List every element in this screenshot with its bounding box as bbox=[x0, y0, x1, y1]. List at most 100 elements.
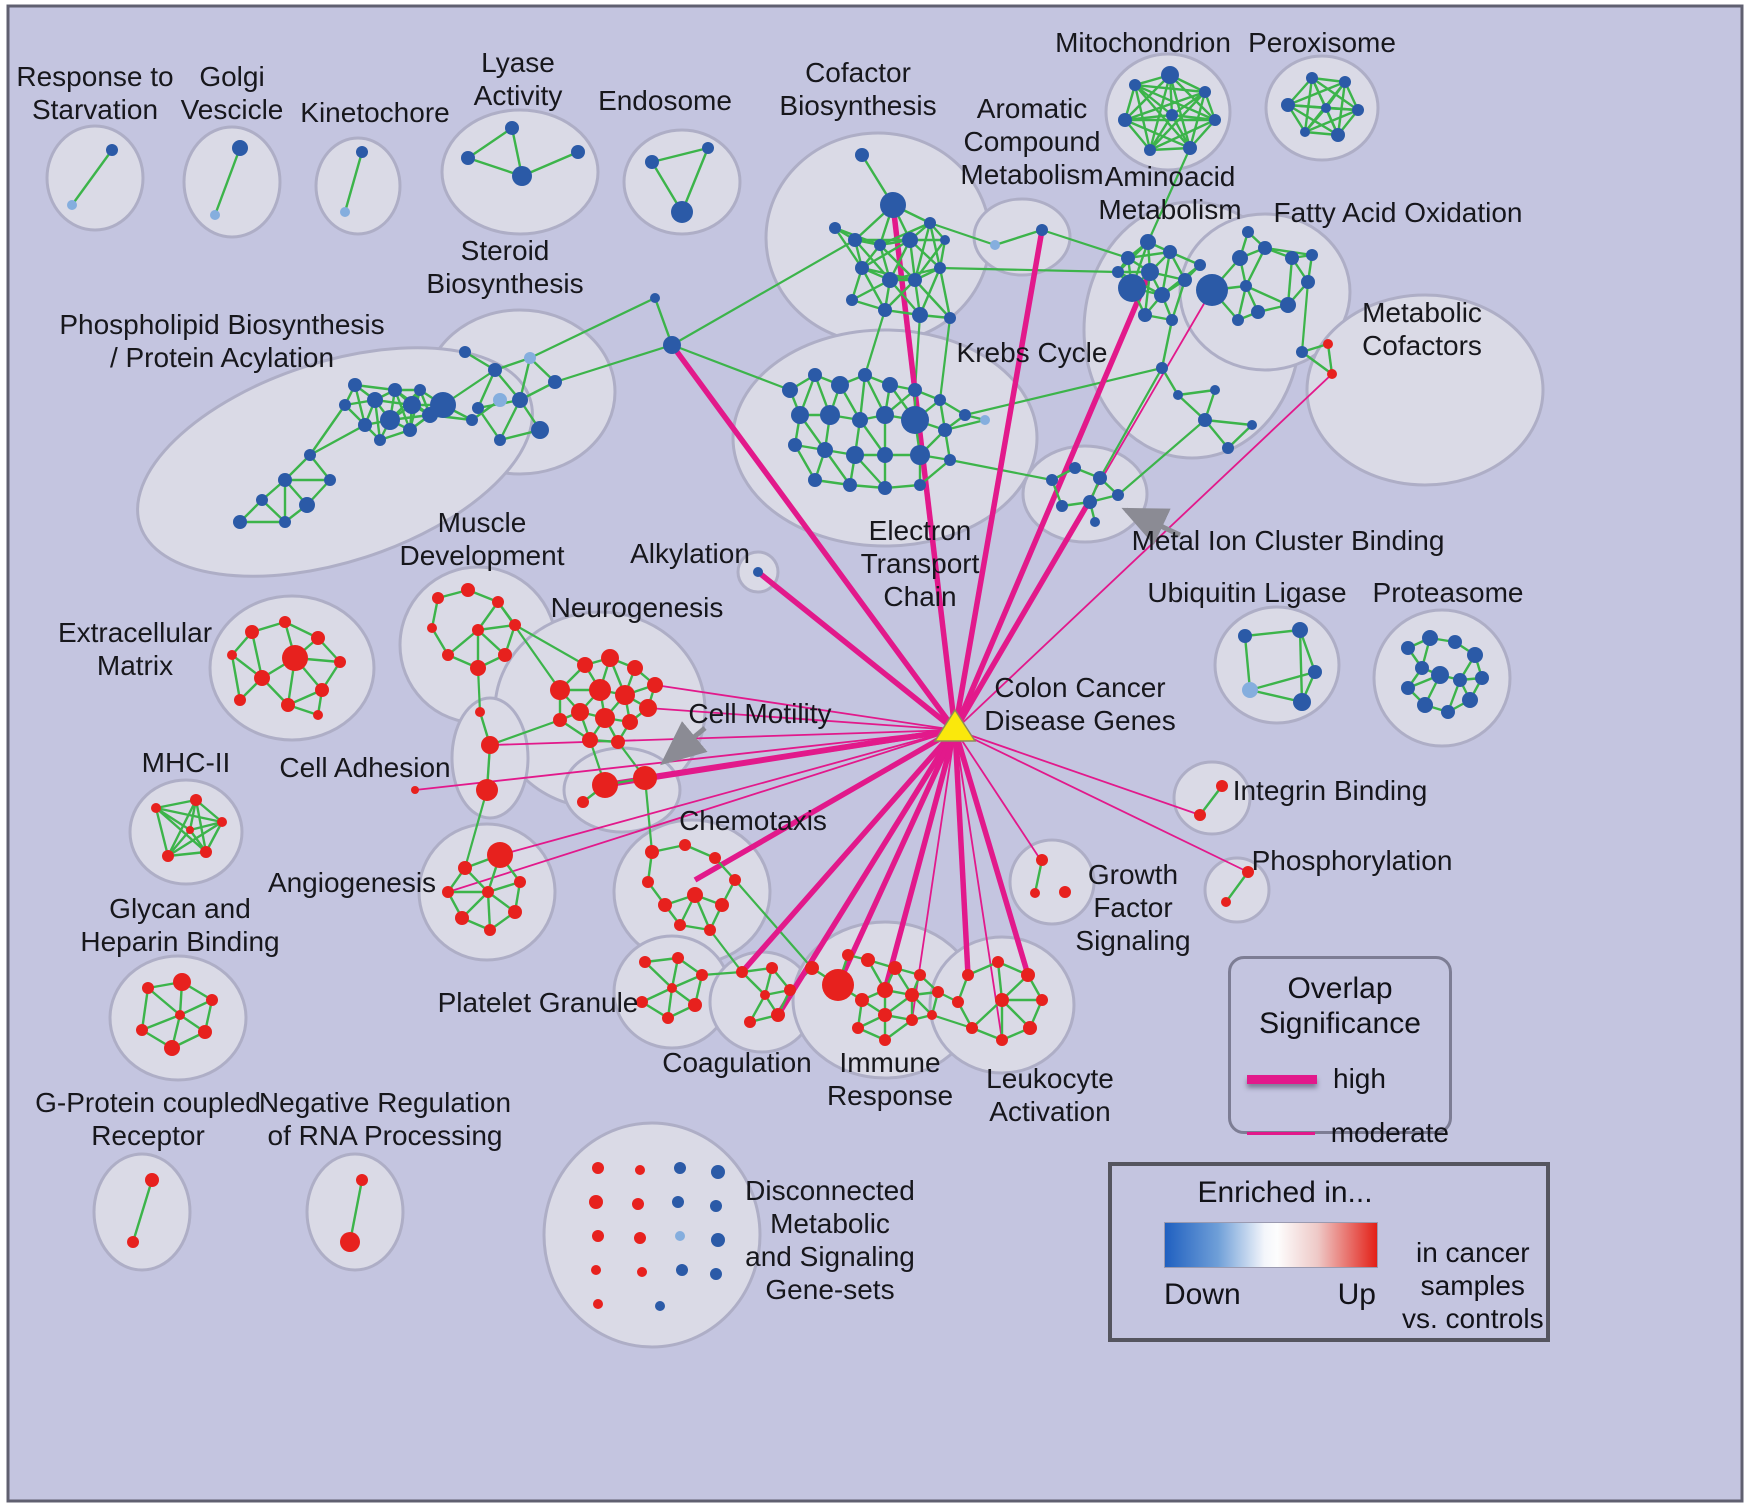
gene-set-node bbox=[1030, 888, 1040, 898]
gene-set-node bbox=[304, 449, 316, 461]
inter-cluster-edge bbox=[554, 343, 673, 384]
gene-set-node bbox=[822, 969, 854, 1001]
gene-set-node bbox=[829, 222, 841, 234]
gene-set-node bbox=[1258, 241, 1272, 255]
gene-set-node bbox=[908, 273, 922, 287]
label-peroxisome: Peroxisome bbox=[1248, 27, 1396, 58]
cluster-bubble-cofactor-biosynthesis bbox=[764, 131, 992, 345]
gene-set-node bbox=[662, 1012, 674, 1024]
gene-set-node bbox=[627, 660, 643, 676]
overlap-edge-moderate bbox=[654, 684, 956, 731]
gene-set-node bbox=[356, 1174, 368, 1186]
gene-set-node bbox=[858, 368, 872, 382]
gene-set-node bbox=[642, 876, 654, 888]
gene-set-node bbox=[356, 146, 368, 158]
inter-cluster-edge bbox=[1146, 147, 1192, 243]
gene-set-node bbox=[879, 1034, 891, 1046]
gene-set-node bbox=[782, 382, 798, 398]
gene-set-node bbox=[1401, 681, 1415, 695]
gene-set-edge bbox=[1249, 670, 1316, 692]
gene-set-node bbox=[877, 982, 893, 998]
gene-set-node bbox=[577, 657, 593, 673]
gene-set-node bbox=[593, 1299, 603, 1309]
gene-set-node bbox=[709, 852, 721, 864]
gene-set-node bbox=[635, 1165, 645, 1175]
gene-set-node bbox=[442, 649, 454, 661]
overlap-edge-moderate bbox=[954, 729, 1003, 1041]
cluster-bubble-kinetochore bbox=[314, 136, 402, 236]
gene-set-edge bbox=[1171, 113, 1216, 122]
enrichment-note-line3: vs. controls bbox=[1402, 1303, 1544, 1334]
gene-set-edge bbox=[343, 151, 364, 213]
gene-set-node bbox=[334, 656, 346, 668]
overlap-edge-moderate bbox=[447, 729, 956, 893]
gene-set-node bbox=[1301, 275, 1315, 289]
gene-set-node bbox=[1462, 692, 1478, 708]
gene-set-node bbox=[846, 294, 858, 306]
label-fatty-acid-oxidation: Fatty Acid Oxidation bbox=[1273, 197, 1522, 228]
gene-set-node bbox=[1321, 103, 1331, 113]
gene-set-node bbox=[639, 956, 651, 968]
gene-set-node bbox=[1196, 274, 1228, 306]
gene-set-node bbox=[299, 497, 315, 513]
gene-set-node bbox=[358, 418, 372, 432]
gene-set-node bbox=[595, 708, 615, 728]
legend-overlap-title-line2: Significance bbox=[1259, 1007, 1421, 1040]
gene-set-edge bbox=[521, 150, 579, 178]
gene-set-node bbox=[127, 1236, 139, 1248]
gene-set-node bbox=[944, 312, 956, 324]
gene-set-node bbox=[1242, 226, 1254, 238]
gene-set-edge bbox=[348, 1179, 364, 1243]
gene-set-node bbox=[136, 1024, 148, 1036]
cluster-bubble-metabolic-cofactors bbox=[1305, 293, 1545, 487]
gene-set-edge bbox=[1303, 77, 1314, 133]
overlap-edge-high bbox=[952, 270, 1153, 732]
gene-set-node bbox=[217, 817, 227, 827]
gene-set-node bbox=[902, 232, 918, 248]
high-significance-label: high bbox=[1333, 1063, 1386, 1094]
gene-set-node bbox=[142, 982, 154, 994]
gene-set-node bbox=[1036, 854, 1048, 866]
gene-set-node bbox=[711, 1165, 725, 1179]
gene-set-node bbox=[1140, 234, 1156, 250]
gene-set-node bbox=[1417, 697, 1433, 713]
gene-set-node bbox=[1475, 671, 1489, 685]
gene-set-node bbox=[233, 515, 247, 529]
gene-set-node bbox=[1021, 968, 1035, 982]
gene-set-node bbox=[645, 845, 659, 859]
label-endosome: Endosome bbox=[598, 85, 732, 116]
gene-set-node bbox=[645, 155, 659, 169]
gene-set-edge bbox=[230, 654, 242, 701]
gene-set-node bbox=[461, 151, 475, 165]
gene-set-edge bbox=[131, 1179, 154, 1243]
gene-set-node bbox=[876, 406, 894, 424]
gene-set-edge bbox=[147, 987, 181, 1016]
gene-set-node bbox=[340, 207, 350, 217]
label-phospholipid-biosynthesis: Phospholipid Biosynthesis/ Protein Acyla… bbox=[59, 309, 384, 373]
label-coagulation: Coagulation bbox=[662, 1047, 811, 1078]
gene-set-node bbox=[966, 1022, 978, 1034]
gene-set-edge bbox=[1124, 118, 1191, 150]
gene-set-node bbox=[1300, 127, 1310, 137]
gene-set-edge bbox=[928, 222, 942, 269]
gene-set-node bbox=[430, 392, 456, 418]
layer-hub bbox=[933, 708, 977, 742]
gene-set-edge bbox=[861, 238, 911, 270]
gene-set-node bbox=[808, 473, 822, 487]
gene-set-node bbox=[944, 454, 956, 466]
gene-set-edge bbox=[913, 222, 932, 281]
layer-nodes bbox=[67, 66, 1489, 1311]
gene-set-node bbox=[952, 996, 964, 1008]
gene-set-node bbox=[1112, 489, 1124, 501]
gene-set-node bbox=[861, 953, 875, 967]
gene-set-node bbox=[484, 924, 496, 936]
gene-set-node bbox=[380, 410, 400, 430]
overlap-edge-moderate bbox=[954, 289, 1213, 731]
